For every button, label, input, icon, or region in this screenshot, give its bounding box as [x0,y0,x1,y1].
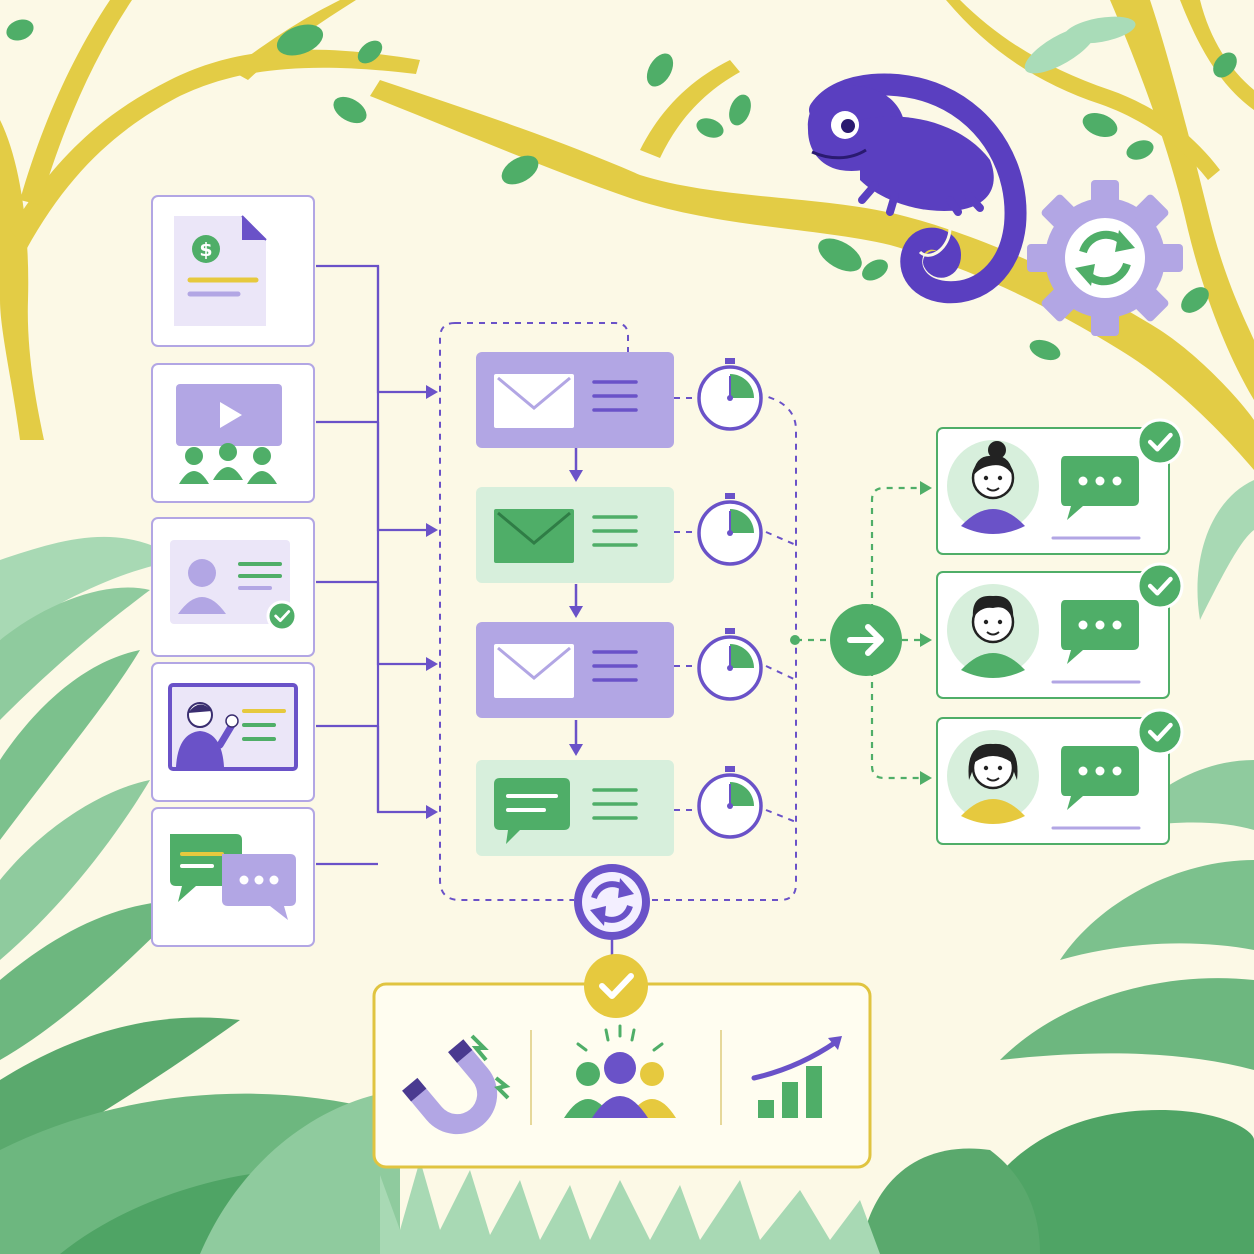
check-icon [1136,418,1184,466]
source-cards: $ [151,195,315,947]
invoice-document-icon: $ [174,215,267,326]
presenter-screen-icon [168,683,298,771]
envelope-icon [494,644,574,698]
jungle-foliage [0,480,1254,1254]
step-arrows [569,448,583,756]
chat-bubbles-icon [170,834,296,920]
sequence-step-email-2[interactable] [476,487,674,583]
chameleon-icon [807,73,1027,304]
sequence-loop-frame [439,322,797,901]
svg-text:$: $ [199,239,212,261]
sequence-step-email-3[interactable] [476,622,674,718]
chat-message-icon [494,778,570,844]
envelope-icon [494,509,574,563]
stopwatch-icon [697,628,763,701]
check-icon [1136,562,1184,610]
recipient-cards [936,418,1184,845]
woman-with-bun-avatar [947,440,1039,534]
check-icon [1136,708,1184,756]
outcome-engage[interactable] [564,1024,676,1118]
source-card-presentation[interactable] [151,662,315,802]
profile-card-verified-icon [170,540,298,632]
gear-sync-icon [1027,180,1183,336]
recipient-connectors [796,486,922,780]
growth-chart-icon [751,1036,842,1118]
outcome-icons [402,1024,842,1150]
source-card-chat[interactable] [151,807,315,947]
stopwatch-icon [697,766,763,839]
stopwatch-icon [697,493,763,566]
sequence-steps [476,352,763,856]
man-avatar [947,584,1039,678]
woman-with-bob-avatar [947,730,1039,824]
recipient-card-woman-bun[interactable] [936,418,1184,555]
tree-leaves [6,16,1237,361]
envelope-icon [494,374,574,428]
outcome-attract[interactable] [402,1034,513,1150]
chat-message-icon [1061,600,1139,664]
recipient-card-man[interactable] [936,562,1184,699]
video-audience-icon [176,384,282,484]
outcome-growth[interactable] [751,1036,842,1118]
audience-group-icon [564,1024,676,1118]
chat-message-icon [1061,456,1139,520]
source-card-invoice[interactable]: $ [151,195,315,347]
source-connector-arrows [426,385,438,819]
recipient-card-woman-bob[interactable] [936,708,1184,845]
sequence-step-email-1[interactable] [476,352,674,448]
source-card-webinar[interactable] [151,363,315,503]
refresh-cycle-icon[interactable] [574,864,650,940]
outcome-approved-check-icon [584,954,648,1018]
magnet-icon [402,1034,511,1135]
sequence-step-message-4[interactable] [476,760,674,856]
verified-check-icon [266,600,298,632]
recipient-connector-arrows [790,481,932,785]
source-connectors [316,264,434,866]
source-card-profile[interactable] [151,517,315,657]
stopwatch-icon [697,358,763,431]
arrow-right-icon[interactable] [830,604,902,676]
chat-message-icon [1061,746,1139,810]
